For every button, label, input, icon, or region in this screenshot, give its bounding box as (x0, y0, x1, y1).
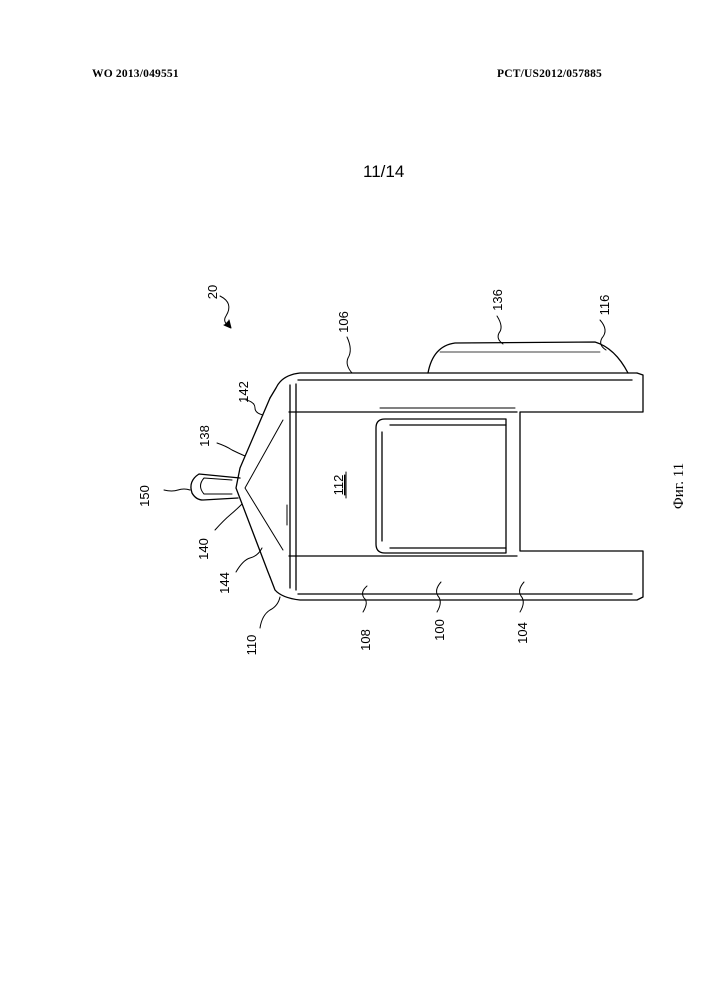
device-body (191, 342, 643, 600)
leader-136 (497, 316, 503, 344)
leader-110 (260, 597, 280, 628)
funnel-inner (245, 420, 283, 550)
raised-pad (428, 342, 628, 373)
label-108: 108 (358, 629, 373, 651)
label-116: 116 (597, 295, 612, 316)
label-150: 150 (137, 485, 152, 507)
leader-106 (347, 337, 352, 373)
nozzle (191, 474, 240, 500)
leader-144 (236, 548, 262, 572)
funnel-left (236, 398, 270, 577)
label-110: 110 (244, 635, 259, 656)
window-outer (376, 419, 506, 553)
leader-138 (217, 443, 245, 456)
label-144: 144 (217, 572, 232, 594)
label-100: 100 (432, 619, 447, 641)
leader-150 (164, 489, 190, 491)
window-inner (382, 425, 506, 548)
label-106: 106 (336, 311, 351, 333)
outer-top-edge (270, 373, 637, 398)
label-142: 142 (236, 381, 251, 403)
central-panel (289, 412, 517, 556)
label-20: 20 (205, 285, 220, 299)
leader-100 (437, 582, 441, 612)
leader-140 (215, 504, 242, 530)
leader-104 (520, 582, 524, 612)
figure-caption: Фиг. 11 (671, 463, 687, 509)
label-112: 112 (331, 475, 346, 496)
outer-outline (270, 373, 643, 600)
label-136: 136 (490, 289, 505, 311)
nozzle-inner (201, 478, 233, 494)
label-104: 104 (515, 622, 530, 644)
label-140: 140 (196, 538, 211, 560)
leader-108 (363, 586, 367, 612)
label-138: 138 (197, 425, 212, 447)
